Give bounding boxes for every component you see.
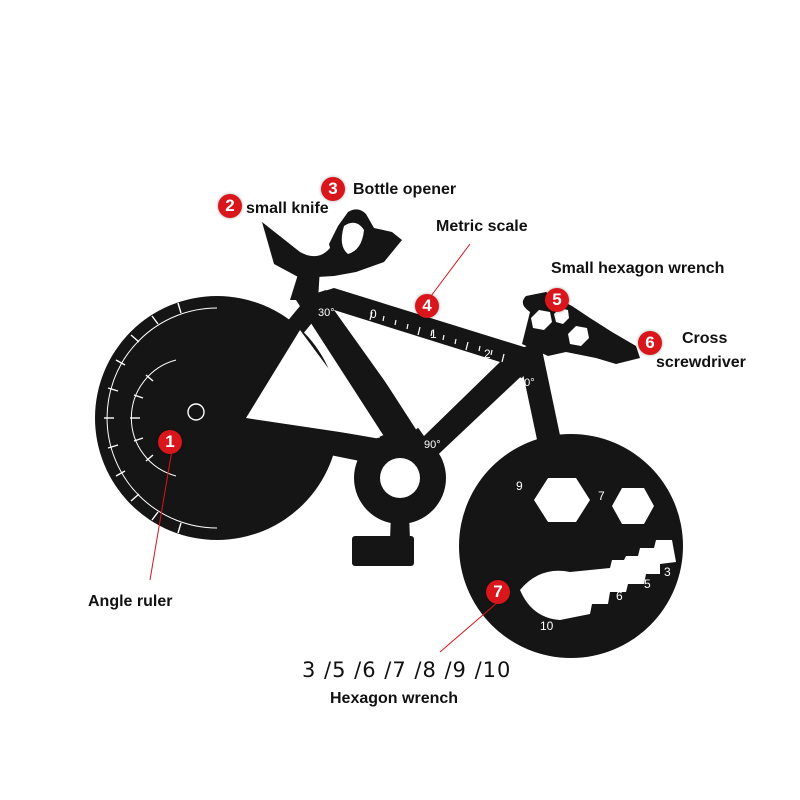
key-3-marking: 3 (664, 565, 671, 579)
protractor-pivot (187, 403, 205, 421)
scale-0-marking: 0 (370, 307, 377, 321)
tool-cutouts (98, 222, 676, 620)
key-5-marking: 5 (644, 577, 651, 591)
angle-60-marking: 60° (518, 377, 535, 389)
callout-6-badge: 6 (638, 331, 662, 355)
hex-sizes-list: 3 /5 /6 /7 /8 /9 /10 (302, 658, 512, 682)
callout-7-badge: 7 (486, 580, 510, 604)
callout-6-label-line2: screwdriver (656, 354, 746, 371)
down-tube (404, 356, 530, 466)
angle-90-marking: 90° (424, 439, 441, 451)
callout-5-badge: 5 (545, 288, 569, 312)
callout-3-label: Bottle opener (353, 181, 457, 198)
hex-7-marking: 7 (598, 489, 605, 503)
callout-1-label: Angle ruler (88, 593, 173, 610)
callout-leaders (149, 243, 499, 653)
key-6-marking: 6 (616, 589, 623, 603)
callout-4-label: Metric scale (436, 218, 528, 235)
callout-7-label: Hexagon wrench (330, 690, 459, 707)
pedal (352, 536, 414, 566)
front-wheel (459, 434, 683, 658)
callout-3-badge: 3 (321, 177, 345, 201)
key-8-marking: 8 (584, 601, 591, 615)
key-10-marking: 10 (540, 619, 554, 633)
callout-6-label-line1: Cross (682, 330, 728, 347)
callout-5-label: Small hexagon wrench (551, 260, 725, 277)
crank-arm (390, 486, 410, 540)
hex-9-marking: 9 (516, 479, 523, 493)
callout-2-label: small knife (246, 200, 329, 217)
callout-1-badge: 1 (158, 430, 182, 454)
callout-4-badge: 4 (415, 294, 439, 318)
callout-2-badge: 2 (218, 194, 242, 218)
scale-2-marking: 2 (484, 347, 491, 361)
angle-30-marking: 30° (318, 307, 335, 319)
saddle-head (262, 209, 402, 278)
seat-stay (214, 306, 316, 420)
protractor-ticks (104, 302, 182, 534)
seat-tube (296, 290, 428, 458)
chain-stay (214, 410, 404, 470)
metric-scale-ticks (369, 311, 505, 363)
scale-1-marking: 1 (430, 327, 437, 341)
